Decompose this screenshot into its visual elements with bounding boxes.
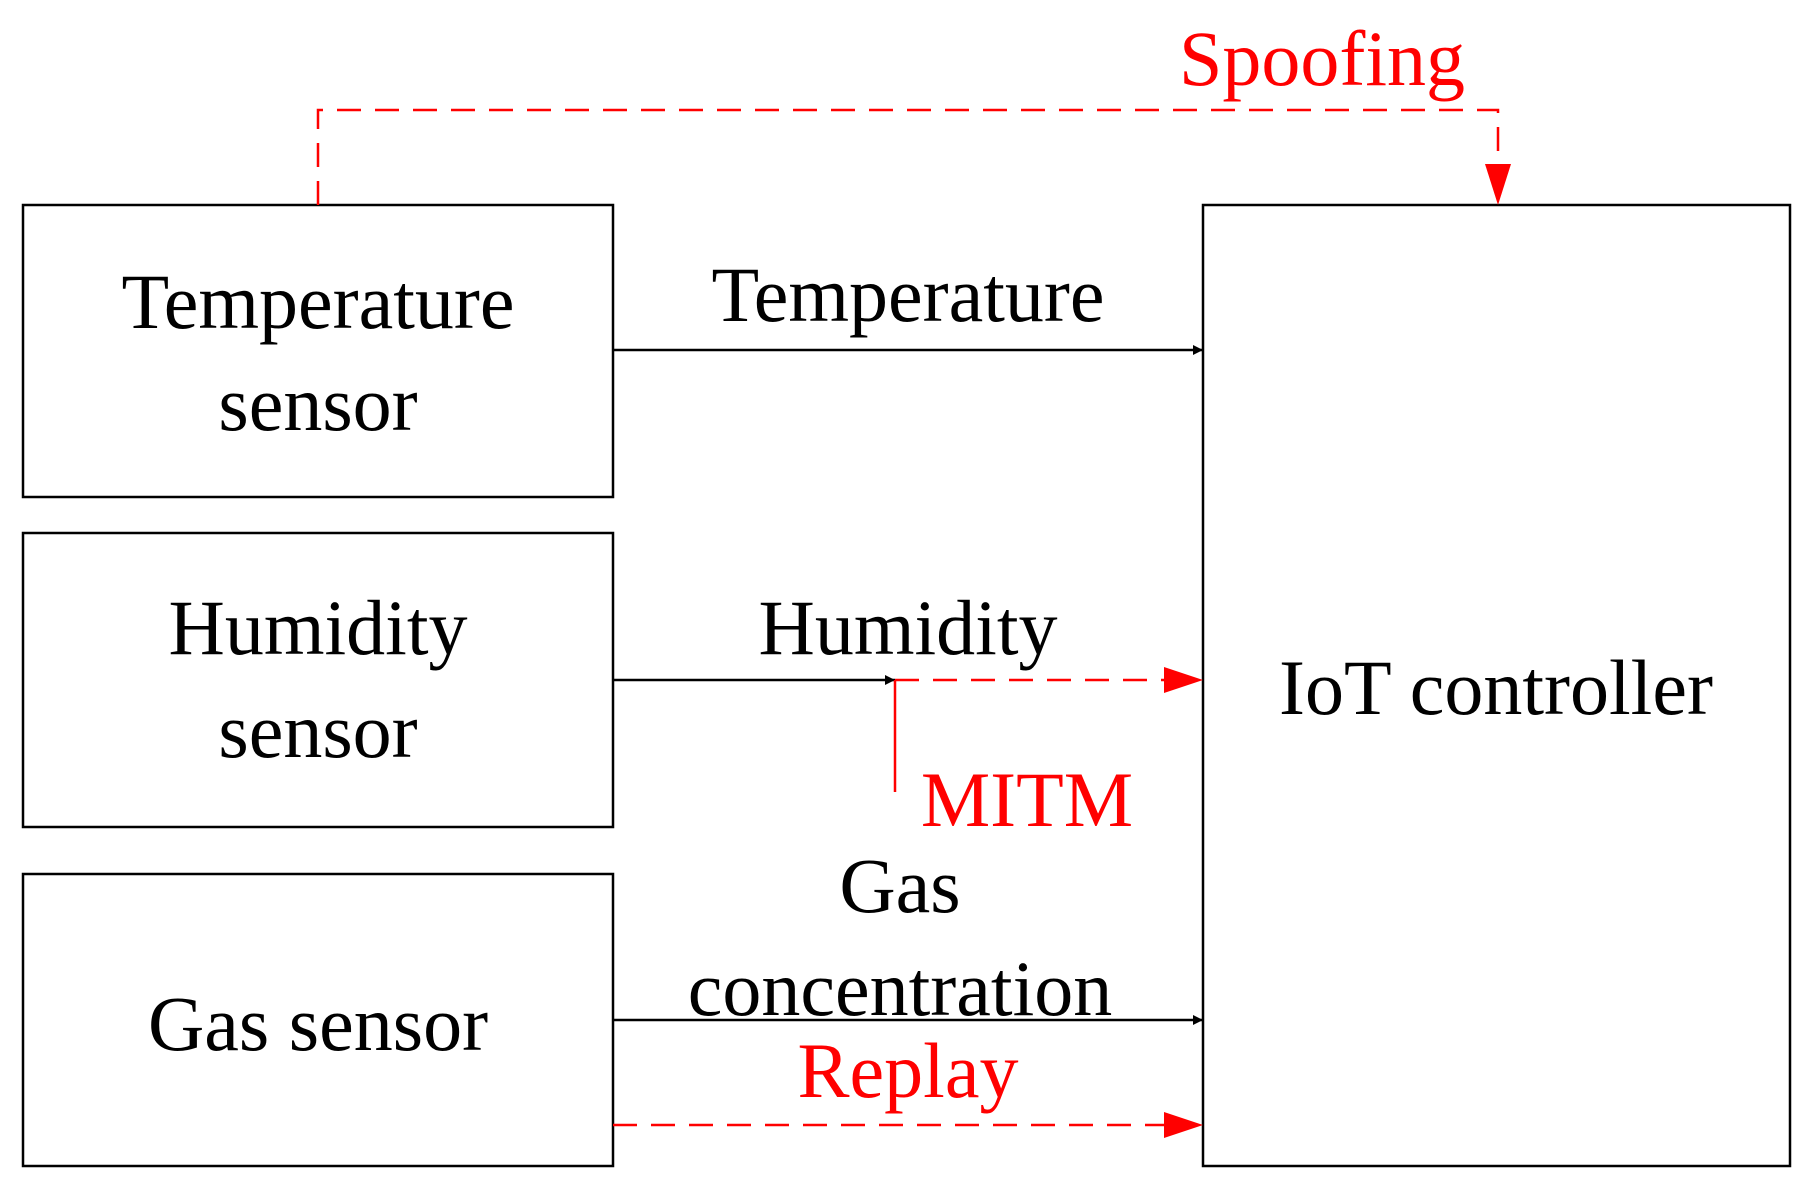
gas-sensor-box (21, 872, 615, 1168)
gas-sensor-label: Gas sensor (148, 980, 488, 1067)
humidity-sensor-label-line2: sensor (218, 687, 417, 774)
iot-controller-label: IoT controller (1279, 644, 1713, 731)
temperature-edge-label: Temperature (712, 251, 1105, 338)
spoofing-label: Spoofing (1179, 15, 1465, 102)
iot-controller-box (1201, 203, 1792, 1168)
mitm-arrowhead (1164, 667, 1203, 693)
temperature-sensor-label-line1: Temperature (122, 258, 515, 345)
humidity-sensor-box (21, 531, 615, 829)
mitm-label: MITM (921, 756, 1133, 843)
temperature-sensor-box (21, 203, 615, 499)
humidity-edge-label: Humidity (758, 584, 1057, 671)
replay-label: Replay (798, 1027, 1019, 1114)
humidity-sensor-label-line1: Humidity (168, 584, 467, 671)
temperature-sensor-label-line2: sensor (218, 360, 417, 447)
replay-arrowhead (1164, 1112, 1203, 1138)
spoofing-path (316, 108, 1500, 205)
gas-edge-label-line1: Gas (839, 842, 960, 929)
gas-edge-label-line2: concentration (688, 945, 1112, 1032)
spoofing-arrowhead (1485, 164, 1511, 205)
